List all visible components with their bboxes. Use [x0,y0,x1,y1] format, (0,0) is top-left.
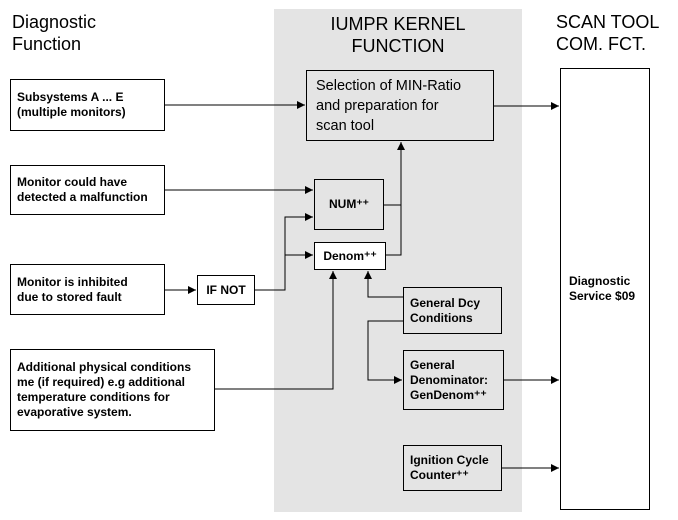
subsystems-box: Subsystems A ... E (multiple monitors) [10,79,165,131]
additional-to-denom-arrow [215,271,337,390]
diagnostic-service-box: Diagnostic Service $09 [560,68,650,510]
diagnostic-function-heading: Diagnostic Function [12,12,97,54]
ifnot-to-num-arrow [255,213,313,291]
ignition-cycle-box: Ignition Cycle Counter⁺⁺ [403,445,502,491]
scan-tool-heading: SCAN TOOL COM. FCT. [556,12,660,54]
denom-to-selection-line [386,205,402,256]
dcy-to-denom-arrow [364,271,403,298]
dcy-to-gendenom-arrow [367,320,403,384]
monitor-detect-box: Monitor could have detected a malfunctio… [10,165,165,215]
denom-box: Denom⁺⁺ [314,242,386,270]
general-dcy-box: General Dcy Conditions [403,287,502,334]
num-box: NUM⁺⁺ [314,179,384,230]
iumpr-kernel-heading: IUMPR KERNEL FUNCTION [330,14,466,56]
general-denominator-box: General Denominator: GenDenom⁺⁺ [403,350,504,410]
min-ratio-selection-box: Selection of MIN-Ratio and preparation f… [306,70,494,141]
num-to-selection-arrow [384,142,405,206]
if-not-box: IF NOT [197,275,255,305]
additional-conditions-box: Additional physical conditions me (if re… [10,349,215,431]
monitor-inhibited-box: Monitor is inhibited due to stored fault [10,264,165,315]
